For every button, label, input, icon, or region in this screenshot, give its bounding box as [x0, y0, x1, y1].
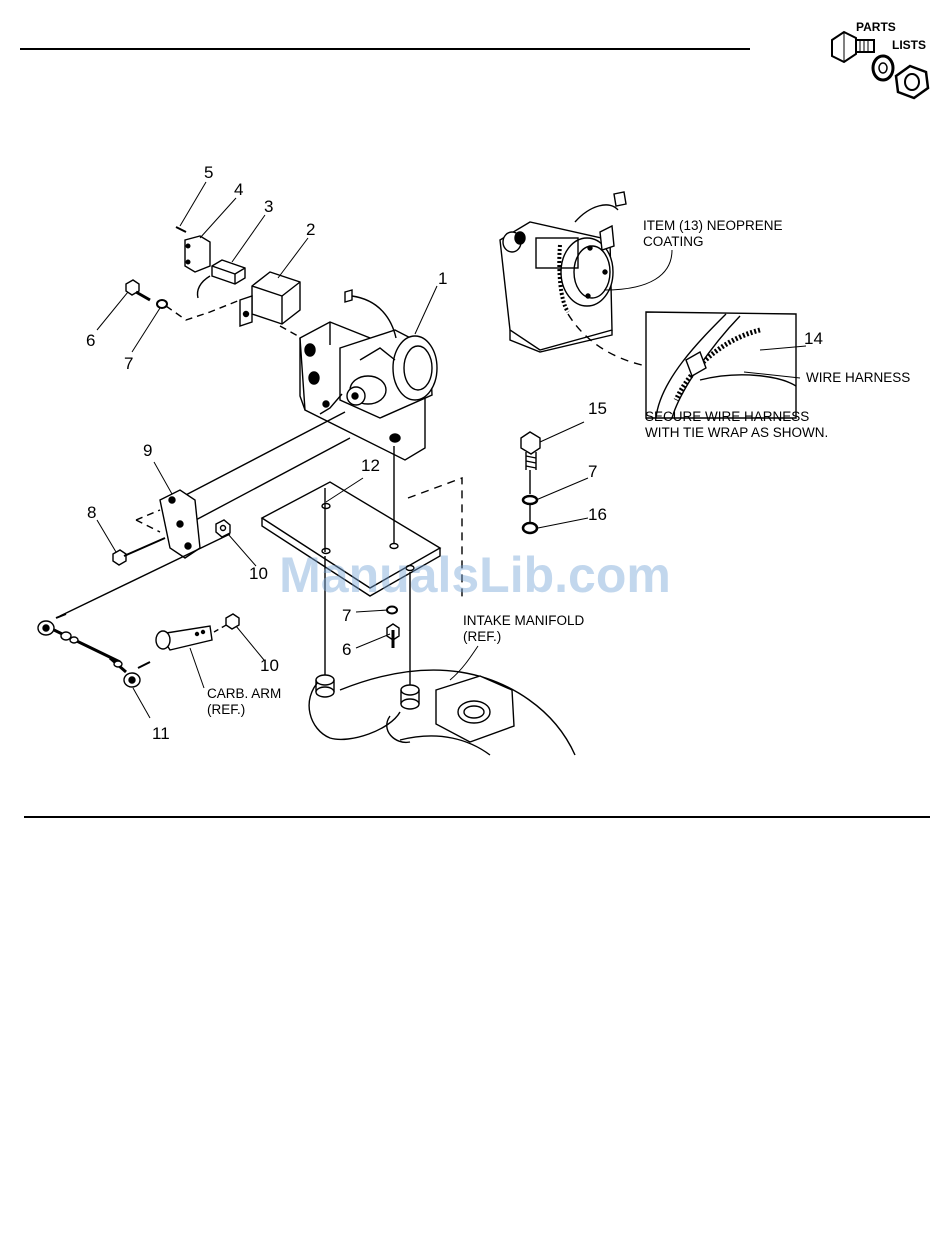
callout-12: 12	[361, 457, 380, 475]
callout-4: 4	[234, 181, 243, 199]
part-5-screw	[176, 227, 186, 232]
callout-7-right: 7	[588, 463, 597, 481]
callout-1: 1	[438, 270, 447, 288]
note-secure-line1: SECURE WIRE HARNESS	[645, 409, 809, 425]
callout-8: 8	[87, 504, 96, 522]
inset-actuator-detail	[500, 192, 626, 352]
callout-6-upper: 6	[86, 332, 95, 350]
part-6-screw-lower	[387, 624, 399, 648]
callout-7-mid: 7	[342, 607, 351, 625]
watermark: ManualsLib.com	[0, 546, 950, 604]
callout-14: 14	[804, 330, 823, 348]
callout-5: 5	[204, 164, 213, 182]
part-4-cover	[185, 236, 210, 272]
callout-16: 16	[588, 506, 607, 524]
part-16-washer	[523, 523, 537, 533]
part-7-washer-upper	[157, 300, 167, 308]
note-intake-line1: INTAKE MANIFOLD	[463, 613, 584, 629]
part-7-washer-right	[523, 496, 537, 504]
callout-7-upper: 7	[124, 355, 133, 373]
note-item13-line2: COATING	[643, 234, 704, 250]
callout-15: 15	[588, 400, 607, 418]
actuator-assembly	[300, 290, 437, 460]
note-carb-line1: CARB. ARM	[207, 686, 281, 702]
part-6-screw-upper	[126, 280, 150, 300]
callout-3: 3	[264, 198, 273, 216]
callout-2: 2	[306, 221, 315, 239]
note-secure-line2: WITH TIE WRAP AS SHOWN.	[645, 425, 828, 441]
note-intake-line2: (REF.)	[463, 629, 501, 645]
part-15-bolt	[521, 432, 540, 470]
callout-11: 11	[152, 725, 170, 743]
note-carb-line2: (REF.)	[207, 702, 245, 718]
callout-10-lower: 10	[260, 657, 279, 675]
intake-manifold	[309, 670, 575, 755]
note-item13-line1: ITEM (13) NEOPRENE	[643, 218, 783, 234]
callout-6-lower: 6	[342, 641, 351, 659]
carb-arm	[156, 624, 228, 650]
note-wire-harness: WIRE HARNESS	[806, 370, 910, 386]
callout-9: 9	[143, 442, 152, 460]
part-2-module	[240, 272, 300, 326]
part-7-washer-mid	[387, 607, 397, 614]
